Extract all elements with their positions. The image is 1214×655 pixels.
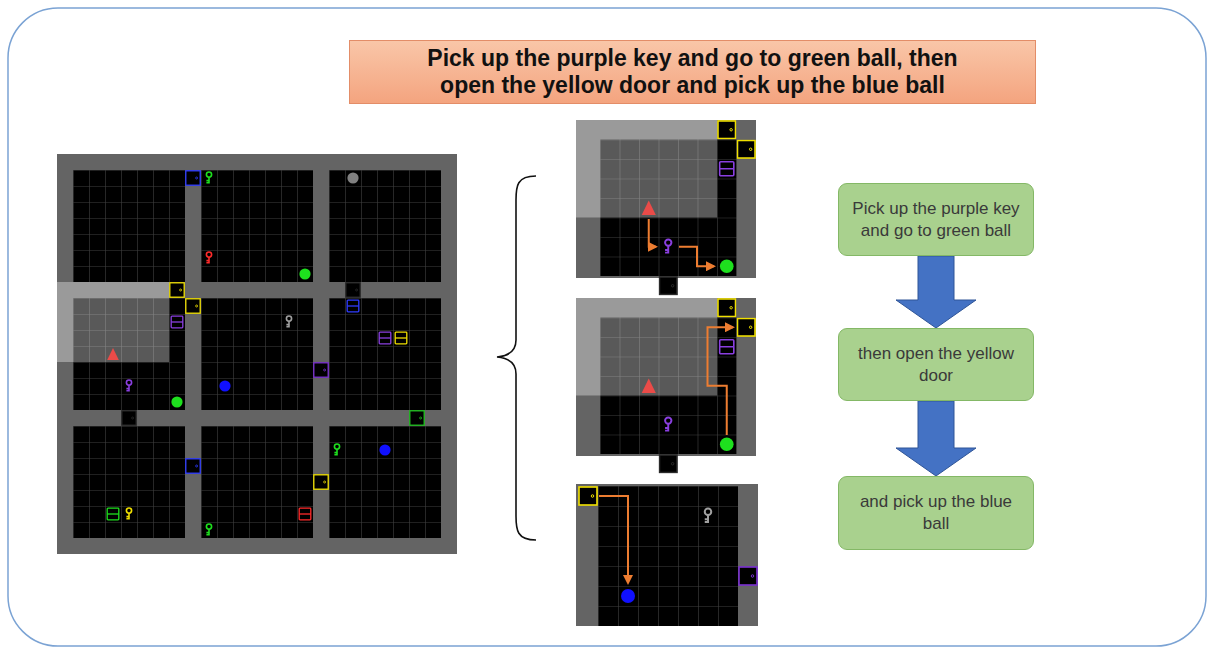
box-icon bbox=[107, 508, 119, 520]
step-box: Pick up the purple key and go to green b… bbox=[838, 183, 1034, 256]
step-box: then open the yellow door bbox=[838, 328, 1034, 401]
agent-icon bbox=[107, 348, 119, 360]
key-icon bbox=[705, 509, 712, 523]
agent-icon bbox=[642, 378, 656, 393]
box-icon bbox=[299, 508, 311, 520]
door-icon bbox=[659, 455, 677, 473]
crop-view bbox=[576, 298, 756, 473]
step-text: and pick up the blue ball bbox=[849, 491, 1023, 535]
ball-icon bbox=[171, 396, 182, 407]
block-arrow bbox=[896, 256, 976, 328]
path-arrow bbox=[679, 247, 714, 267]
agent-view bbox=[57, 282, 169, 362]
door-icon bbox=[186, 459, 200, 473]
ball-icon bbox=[299, 268, 310, 279]
key-icon bbox=[665, 239, 671, 253]
path-arrow bbox=[708, 327, 734, 435]
wall-area bbox=[576, 120, 756, 278]
title-text: Pick up the purple key and go to green b… bbox=[413, 45, 973, 99]
key-icon bbox=[286, 316, 291, 328]
step-box: and pick up the blue ball bbox=[838, 476, 1034, 550]
key-icon bbox=[206, 252, 211, 264]
ball-icon bbox=[379, 444, 390, 455]
box-icon bbox=[171, 316, 183, 328]
key-icon bbox=[206, 524, 211, 536]
path-arrow bbox=[649, 219, 656, 247]
wall-area bbox=[576, 298, 756, 456]
door-icon bbox=[314, 363, 328, 377]
outer-frame bbox=[8, 8, 1206, 646]
key-icon bbox=[206, 172, 211, 184]
door-icon bbox=[737, 318, 755, 336]
agent-icon bbox=[642, 200, 656, 215]
ball-icon bbox=[720, 437, 734, 451]
door-icon bbox=[346, 283, 360, 297]
key-icon bbox=[334, 444, 339, 456]
box-icon bbox=[720, 340, 734, 354]
wall-area bbox=[576, 484, 758, 626]
title-box: Pick up the purple key and go to green b… bbox=[349, 40, 1036, 104]
door-icon bbox=[737, 140, 755, 158]
room-floor bbox=[598, 486, 738, 626]
grid-world bbox=[57, 154, 457, 554]
ball-icon bbox=[621, 589, 635, 603]
curly-bracket bbox=[497, 176, 536, 540]
step-text: Pick up the purple key and go to green b… bbox=[849, 198, 1023, 242]
wall-area bbox=[57, 154, 457, 554]
crop-view bbox=[576, 484, 758, 626]
box-icon bbox=[720, 162, 734, 176]
door-icon bbox=[122, 411, 136, 425]
door-icon bbox=[170, 283, 184, 297]
door-icon bbox=[718, 299, 736, 317]
door-icon bbox=[579, 487, 597, 505]
door-icon bbox=[314, 475, 328, 489]
path-arrow bbox=[599, 496, 628, 583]
ball-icon bbox=[720, 259, 734, 273]
box-icon bbox=[347, 300, 359, 312]
key-icon bbox=[665, 417, 671, 431]
ball-icon bbox=[347, 172, 358, 183]
crop-view bbox=[576, 120, 756, 295]
door-icon bbox=[718, 121, 736, 139]
door-icon bbox=[739, 567, 757, 585]
box-icon bbox=[379, 332, 391, 344]
door-icon bbox=[186, 171, 200, 185]
door-icon bbox=[410, 411, 424, 425]
door-icon bbox=[659, 277, 677, 295]
agent-view bbox=[576, 120, 717, 218]
block-arrow bbox=[896, 401, 976, 476]
door-icon bbox=[186, 299, 200, 313]
key-icon bbox=[126, 508, 131, 520]
box-icon bbox=[395, 332, 407, 344]
key-icon bbox=[126, 380, 131, 392]
agent-view bbox=[576, 298, 717, 396]
step-text: then open the yellow door bbox=[849, 343, 1023, 387]
ball-icon bbox=[219, 380, 230, 391]
